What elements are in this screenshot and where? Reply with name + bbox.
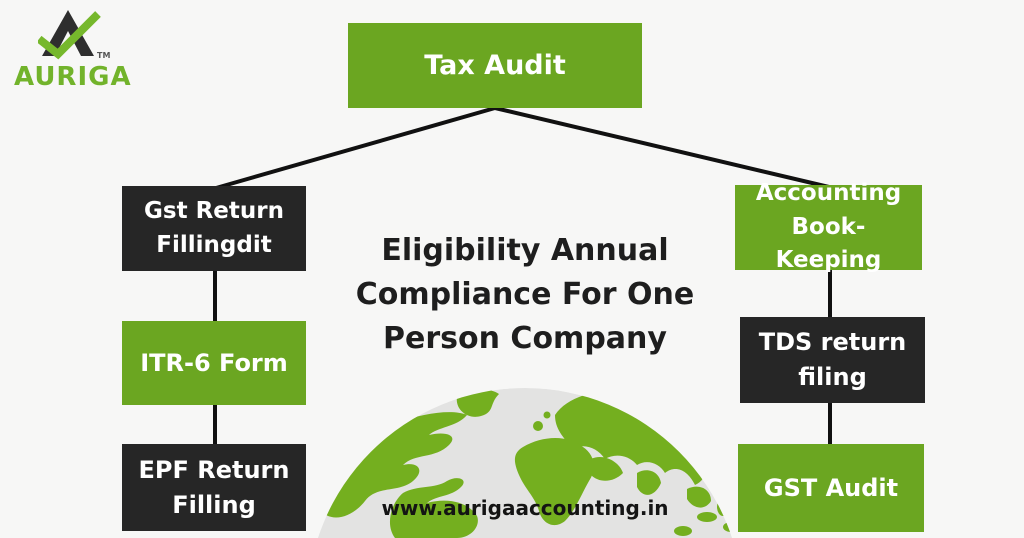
logo-trademark: TM	[97, 51, 110, 60]
branch-line-right	[493, 106, 831, 189]
node-accounting-book-keeping: Accounting Book- Keeping	[735, 180, 922, 273]
branch-line-left	[214, 106, 497, 190]
logo-check-icon	[38, 11, 101, 60]
page-title: Eligibility Annual Compliance For One Pe…	[345, 229, 705, 361]
auriga-logo-mark-icon: TM	[38, 10, 110, 60]
node-tds-return-filing: TDS return filing	[740, 317, 925, 403]
node-label: TDS return filing	[758, 328, 907, 391]
title-line-2: Compliance For One	[355, 277, 695, 312]
logo-a-shape	[42, 10, 94, 56]
node-label: ITR-6 Form	[140, 348, 288, 377]
node-tax-audit: Tax Audit	[348, 23, 642, 108]
auriga-logo: TM AURIGA	[14, 6, 144, 92]
node-gst-audit: GST Audit	[738, 444, 924, 532]
logo-brand-text: AURIGA	[14, 62, 132, 92]
title-line-3: Person Company	[383, 321, 667, 356]
node-label: GST Audit	[763, 473, 899, 502]
title-line-1: Eligibility Annual	[381, 233, 669, 268]
node-gst-return-fillingdit: Gst Return Fillingdit	[122, 186, 306, 271]
globe-graphic	[307, 388, 743, 538]
node-epf-return-filling: EPF Return Filling	[122, 444, 306, 531]
node-label: Accounting Book- Keeping	[755, 180, 902, 274]
website-url: www.aurigaaccounting.in	[381, 496, 669, 520]
node-label: EPF Return Filling	[138, 455, 290, 519]
node-itr-6-form: ITR-6 Form	[122, 321, 306, 405]
node-label: Gst Return Fillingdit	[144, 198, 284, 258]
node-label: Tax Audit	[424, 49, 566, 81]
